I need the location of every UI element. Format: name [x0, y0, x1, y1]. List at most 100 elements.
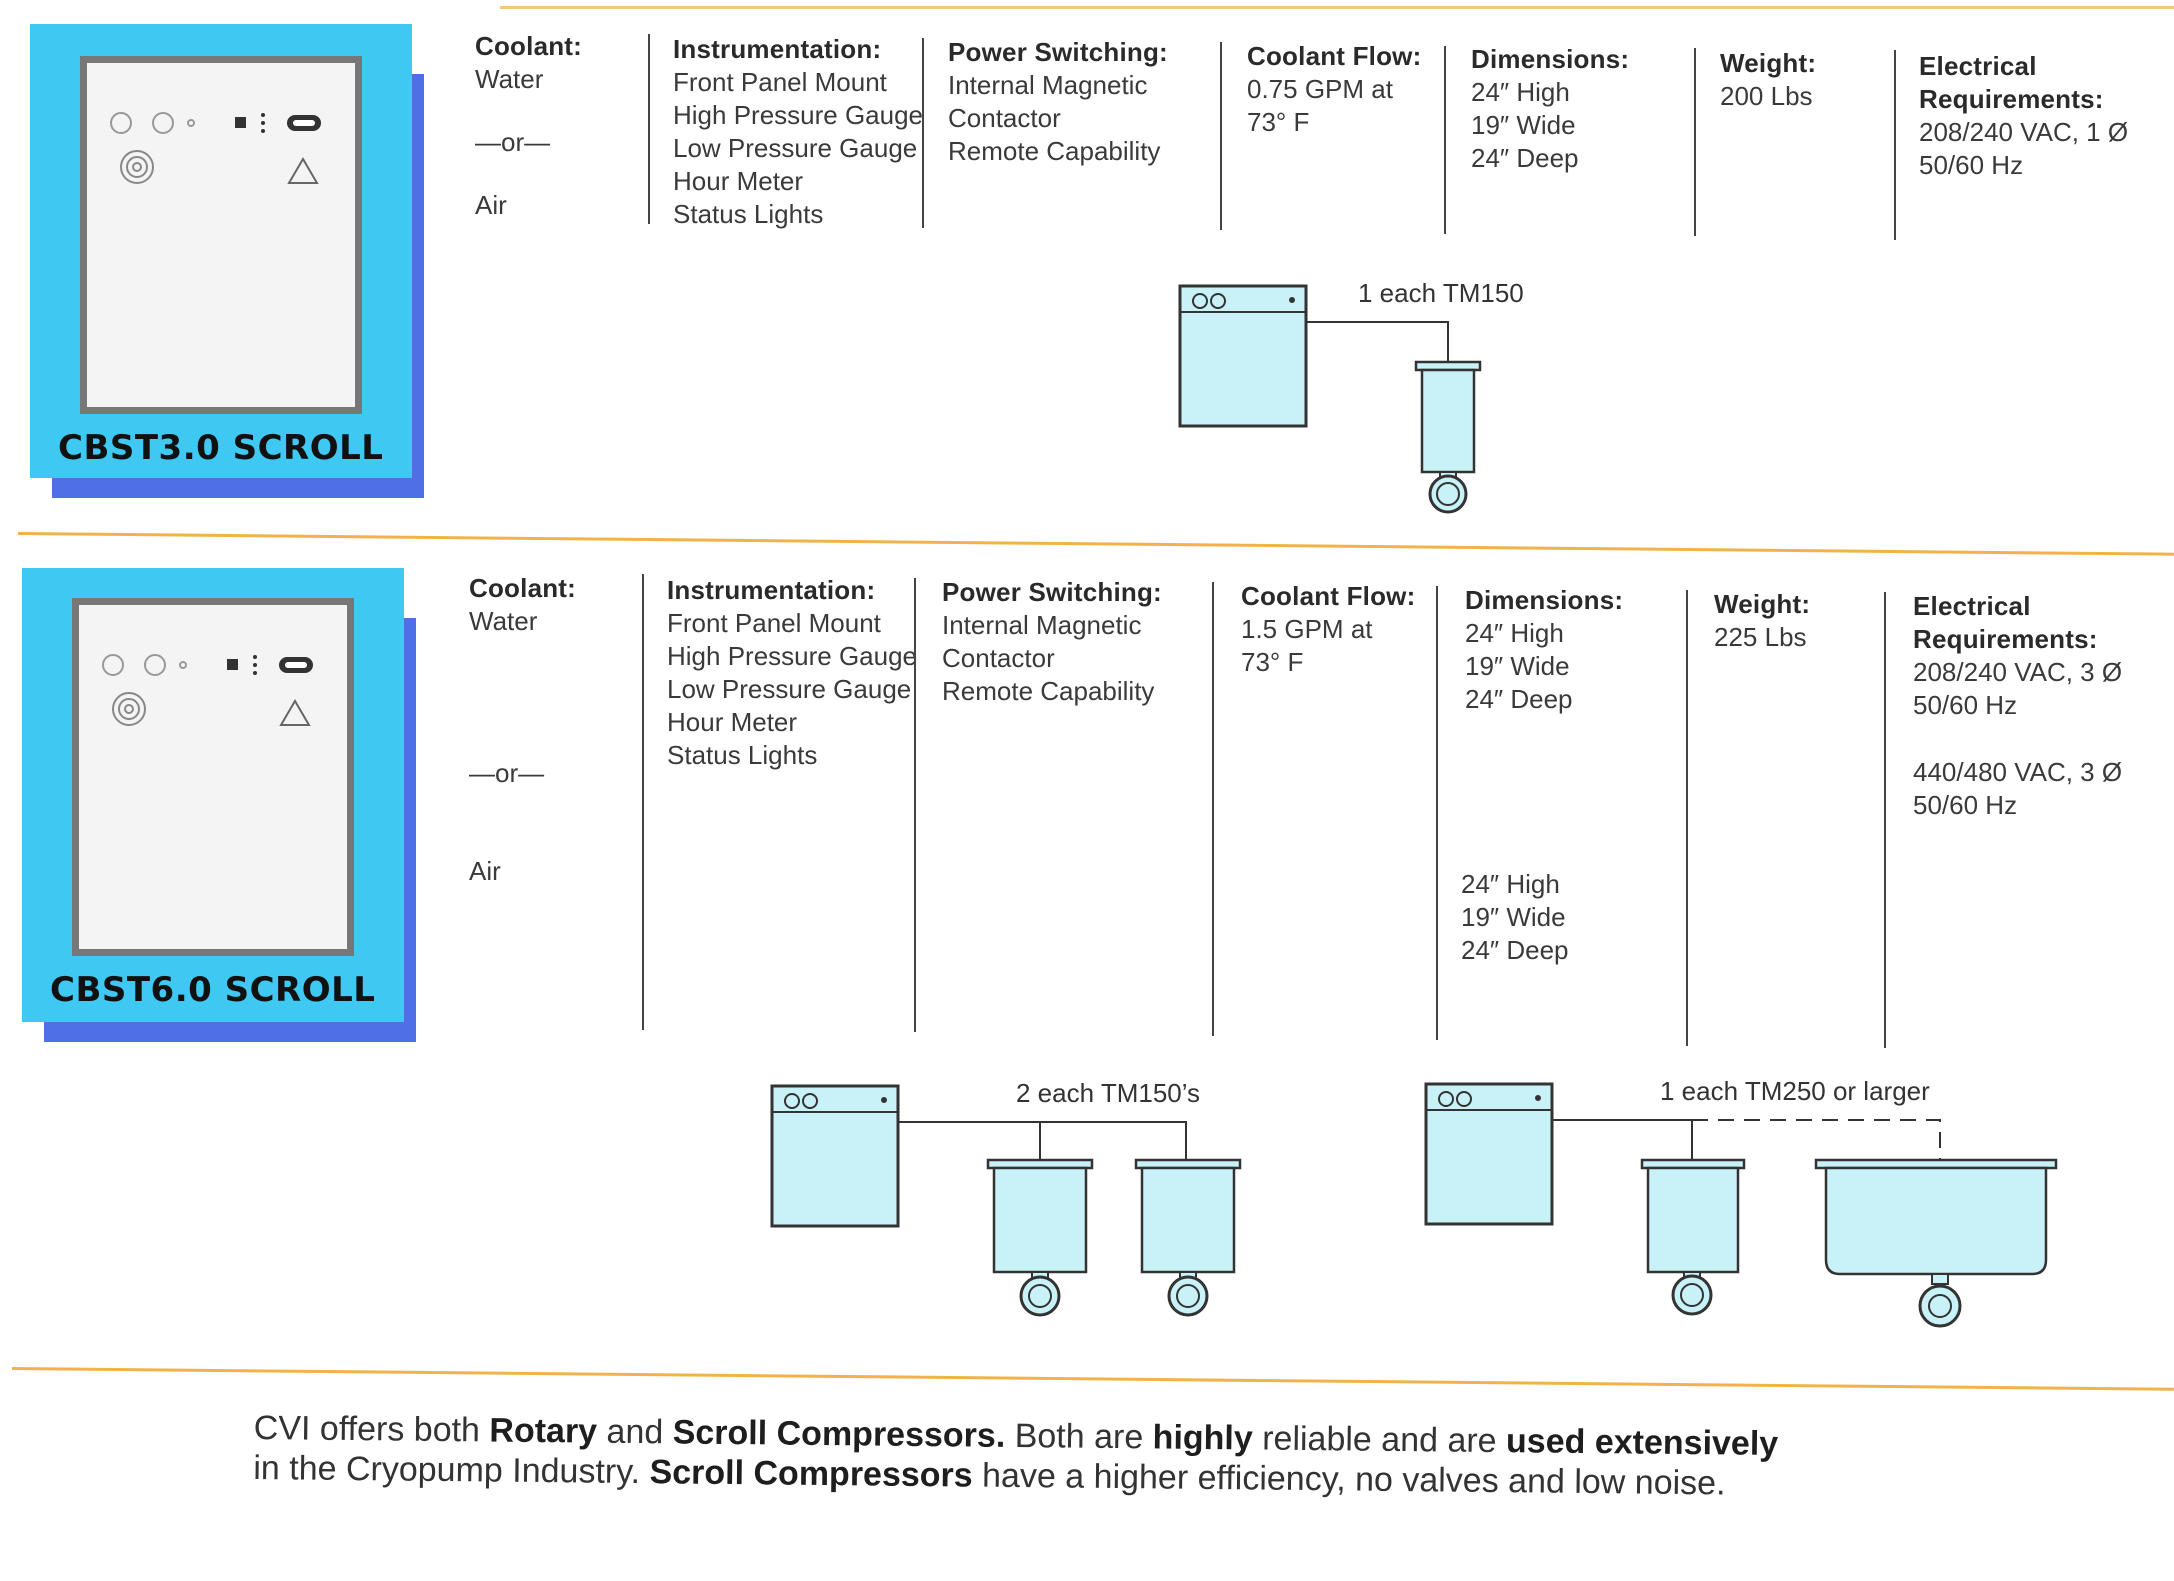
coolant-header: Coolant: — [475, 31, 583, 61]
model-name: CBST6.0 SCROLL — [50, 970, 376, 1010]
footer-emphasis: Rotary — [489, 1411, 598, 1451]
connection-diagram-2xtm150 — [770, 1084, 1242, 1317]
power-switching-item: Remote Capability — [948, 136, 1161, 166]
instrumentation-item: Front Panel Mount — [673, 67, 887, 97]
gauge-icon — [102, 654, 124, 676]
warning-icon — [279, 699, 311, 726]
dimension-value: 24″ High — [1465, 618, 1564, 648]
column-divider — [914, 578, 916, 1032]
coolant-column: Coolant: Water —or— Air — [469, 572, 576, 888]
instrumentation-item: Low Pressure Gauge — [673, 133, 918, 163]
dimension-value: 19″ Wide — [1465, 651, 1570, 681]
footer-text-part: CVI offers both — [253, 1409, 490, 1450]
coolant-or: —or— — [469, 758, 545, 788]
dimensions-header: Dimensions: — [1471, 44, 1630, 74]
section-divider-middle — [17, 532, 2174, 556]
coolant-flow-column: Coolant Flow: 1.5 GPM at 73° F — [1241, 580, 1415, 679]
footer-text: CVI offers both Rotary and Scroll Compre… — [253, 1408, 2054, 1507]
coolant-column: Coolant: Water —or— Air — [475, 30, 582, 222]
coolant-flow-header: Coolant Flow: — [1247, 41, 1422, 71]
gauge-icon — [110, 112, 132, 134]
coolant-flow-value: 1.5 GPM at — [1241, 614, 1373, 644]
footer-emphasis: highly — [1152, 1418, 1253, 1458]
compressor-unit-icon — [1424, 1082, 1554, 1226]
weight-header: Weight: — [1720, 48, 1817, 78]
section-divider-top — [500, 6, 2174, 9]
coolant-option: Air — [469, 856, 501, 886]
dimensions-column: Dimensions: 24″ High 19″ Wide 24″ Deep — [1471, 43, 1629, 175]
footer-emphasis: used extensively — [1505, 1422, 1779, 1463]
power-switching-header: Power Switching: — [942, 577, 1162, 607]
power-switching-item: Contactor — [948, 103, 1061, 133]
electrical-header: Electrical — [1919, 51, 2037, 81]
model-name: CBST3.0 SCROLL — [58, 428, 384, 468]
coolant-flow-value: 73° F — [1241, 647, 1304, 677]
dimension-value: 24″ Deep — [1461, 935, 1569, 965]
column-divider — [1220, 42, 1222, 230]
electrical-column: Electrical Requirements: 208/240 VAC, 3 … — [1913, 590, 2122, 822]
instrumentation-item: Status Lights — [673, 199, 824, 229]
coolant-header: Coolant: — [469, 573, 577, 603]
footer-text-part: reliable and are — [1252, 1419, 1507, 1461]
coolant-or: —or— — [475, 127, 551, 157]
footer-emphasis: Scroll Compressors. — [672, 1413, 1006, 1455]
instrumentation-item: Status Lights — [667, 740, 818, 770]
column-divider — [648, 34, 650, 224]
electrical-value: 50/60 Hz — [1919, 150, 2024, 180]
column-divider — [642, 574, 644, 1030]
column-divider — [1436, 586, 1438, 1040]
diagram-label: 2 each TM150’s — [1016, 1078, 1201, 1108]
dimension-value: 24″ Deep — [1471, 143, 1579, 173]
instrumentation-column: Instrumentation: Front Panel Mount High … — [673, 33, 923, 231]
coolant-flow-value: 73° F — [1247, 107, 1310, 137]
column-divider — [1212, 582, 1214, 1036]
power-switching-item: Internal Magnetic — [942, 610, 1142, 640]
column-divider — [922, 38, 924, 228]
diagram-label: 1 each TM250 or larger — [1660, 1076, 1930, 1106]
connection-diagram-tm250 — [1424, 1082, 2058, 1328]
scroll-spiral-icon — [120, 150, 154, 184]
electrical-value: 440/480 VAC, 3 Ø — [1913, 757, 2123, 787]
dimension-value: 19″ Wide — [1471, 110, 1576, 140]
footer-emphasis: Scroll Compressors — [649, 1453, 973, 1495]
dimensions-header: Dimensions: — [1465, 585, 1624, 615]
power-switching-item: Remote Capability — [942, 676, 1155, 706]
coolant-flow-column: Coolant Flow: 0.75 GPM at 73° F — [1247, 40, 1421, 139]
instrumentation-header: Instrumentation: — [667, 575, 876, 605]
electrical-value: 208/240 VAC, 1 Ø — [1919, 117, 2129, 147]
coolant-flow-header: Coolant Flow: — [1241, 581, 1416, 611]
electrical-header: Requirements: — [1913, 624, 2098, 654]
diagram-label: 1 each TM150 — [1358, 278, 1524, 308]
power-switching-column: Power Switching: Internal Magnetic Conta… — [948, 36, 1168, 168]
compressor-front-panel — [72, 598, 354, 956]
coolant-option: Water — [475, 64, 544, 94]
panel-controls — [110, 112, 321, 184]
gauge-icon — [144, 654, 166, 676]
instrumentation-item: Front Panel Mount — [667, 608, 881, 638]
instrumentation-item: Low Pressure Gauge — [667, 674, 912, 704]
coolant-option: Water — [469, 606, 538, 636]
footer-text-part: have a higher efficiency, no valves and … — [972, 1456, 1726, 1503]
weight-column: Weight: 200 Lbs — [1720, 47, 1816, 113]
instrumentation-header: Instrumentation: — [673, 34, 882, 64]
power-switching-item: Internal Magnetic — [948, 70, 1148, 100]
gauge-icon — [152, 112, 174, 134]
column-divider — [1894, 50, 1896, 240]
instrumentation-item: High Pressure Gauge — [667, 641, 918, 671]
dimension-value: 24″ Deep — [1465, 684, 1573, 714]
connection-diagram-tm150 — [1178, 284, 1482, 514]
cryopump-icon — [1640, 1158, 1746, 1316]
indicator-icon — [187, 119, 195, 127]
electrical-value: 208/240 VAC, 3 Ø — [1913, 657, 2123, 687]
scroll-spiral-icon — [112, 692, 146, 726]
warning-icon — [287, 157, 319, 184]
coolant-option: Air — [475, 190, 507, 220]
panel-controls — [102, 654, 313, 726]
footer-text-part: Both are — [1005, 1416, 1153, 1457]
dimension-value: 19″ Wide — [1461, 902, 1566, 932]
power-switching-item: Contactor — [942, 643, 1055, 673]
compressor-unit-icon — [1178, 284, 1308, 428]
electrical-column: Electrical Requirements: 208/240 VAC, 1 … — [1919, 50, 2128, 182]
electrical-value: 50/60 Hz — [1913, 690, 2018, 720]
column-divider — [1694, 48, 1696, 236]
